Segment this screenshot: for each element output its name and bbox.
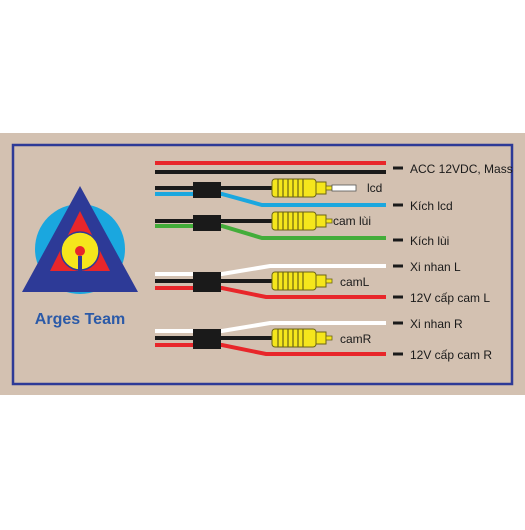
cam-r-connector-label: camR xyxy=(340,332,372,346)
panel-frame xyxy=(11,143,514,386)
cam-l-cable-group xyxy=(155,264,386,299)
kich-lcd-label: Kích lcd xyxy=(410,199,453,213)
cap-cam-l-label: 12V cấp cam L xyxy=(410,291,490,305)
cam-l-connector-label: camL xyxy=(340,275,370,289)
kich-lui-label: Kích lùi xyxy=(410,234,449,248)
cam-lui-connector-label: cam lùi xyxy=(333,214,371,228)
lcd-cable-group xyxy=(155,178,386,207)
cam-lui-cable-group xyxy=(155,211,386,240)
xi-nhan-l-label: Xi nhan L xyxy=(410,260,461,274)
acc-label: ACC 12VDC, Mass xyxy=(410,162,513,176)
xi-nhan-r-label: Xi nhan R xyxy=(410,317,463,331)
arges-team-logo xyxy=(22,186,138,294)
cam-r-cable-group xyxy=(155,321,386,356)
lcd-connector-label: lcd xyxy=(367,181,382,195)
brand-text: Arges Team xyxy=(35,311,125,328)
cap-cam-r-label: 12V cấp cam R xyxy=(410,348,492,362)
